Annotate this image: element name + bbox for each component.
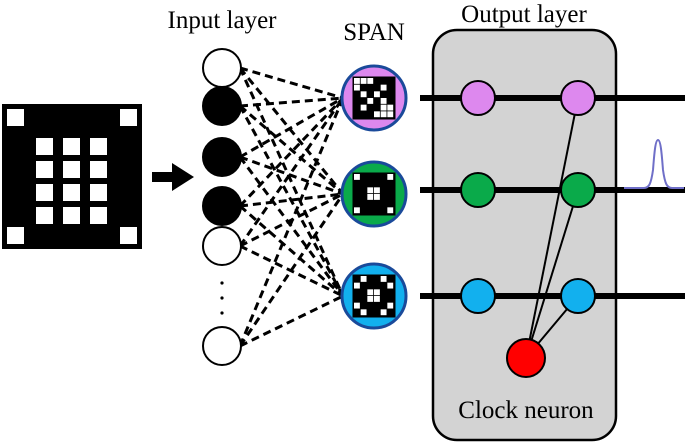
input-neuron-3 bbox=[202, 137, 242, 177]
input-neuron-4 bbox=[202, 186, 242, 226]
dashed-synapse bbox=[239, 204, 344, 298]
output-neuron-blue-2 bbox=[560, 278, 596, 314]
input-neuron-5 bbox=[202, 226, 242, 266]
dashed-synapse bbox=[239, 244, 344, 298]
output-neuron-green-2 bbox=[560, 172, 596, 208]
output-neuron-green-1 bbox=[460, 172, 496, 208]
clock-neuron-label: Clock neuron bbox=[458, 397, 594, 424]
dashed-synapse bbox=[238, 96, 345, 208]
span-neuron-blue bbox=[340, 262, 408, 330]
span-pattern-purple bbox=[352, 76, 396, 120]
dashed-synapse bbox=[239, 104, 344, 196]
input-neuron-1 bbox=[202, 48, 242, 88]
input-layer-neurons bbox=[202, 48, 242, 366]
dashed-synapse bbox=[238, 67, 345, 195]
dashed-synapse bbox=[239, 155, 344, 196]
input-neuron-2 bbox=[202, 86, 242, 126]
dashed-synapse bbox=[238, 105, 345, 297]
dashed-synapse bbox=[239, 96, 344, 108]
dashed-synapse bbox=[239, 66, 344, 100]
output-neurons bbox=[460, 80, 596, 314]
span-label: SPAN bbox=[343, 19, 405, 46]
dashed-synapse bbox=[238, 97, 345, 247]
input-pattern-image bbox=[2, 104, 142, 249]
input-layer-label: Input layer bbox=[168, 7, 278, 34]
output-neuron-purple-1 bbox=[460, 80, 496, 116]
dashed-synapse bbox=[238, 97, 345, 347]
output-neuron-purple-2 bbox=[560, 80, 596, 116]
spike-pulse-icon bbox=[624, 138, 684, 189]
dashed-synapse bbox=[239, 294, 344, 348]
dashed-synapse bbox=[238, 67, 345, 297]
output-neuron-blue-1 bbox=[460, 278, 496, 314]
output-layer-label: Output layer bbox=[461, 1, 587, 28]
input-arrow bbox=[152, 163, 194, 191]
dashed-synapse bbox=[238, 193, 345, 347]
input-neuron-6 bbox=[202, 326, 242, 366]
dashed-synapse bbox=[239, 192, 344, 208]
span-neuron-green bbox=[340, 160, 408, 228]
span-pattern-blue bbox=[352, 274, 396, 318]
input-ellipsis bbox=[220, 281, 224, 315]
input-span-connections bbox=[238, 66, 345, 348]
clock-neuron bbox=[506, 338, 546, 378]
dashed-synapse bbox=[238, 156, 345, 297]
dashed-synapse bbox=[239, 96, 344, 159]
span-pattern-green bbox=[352, 172, 396, 216]
span-neuron-purple bbox=[340, 64, 408, 132]
